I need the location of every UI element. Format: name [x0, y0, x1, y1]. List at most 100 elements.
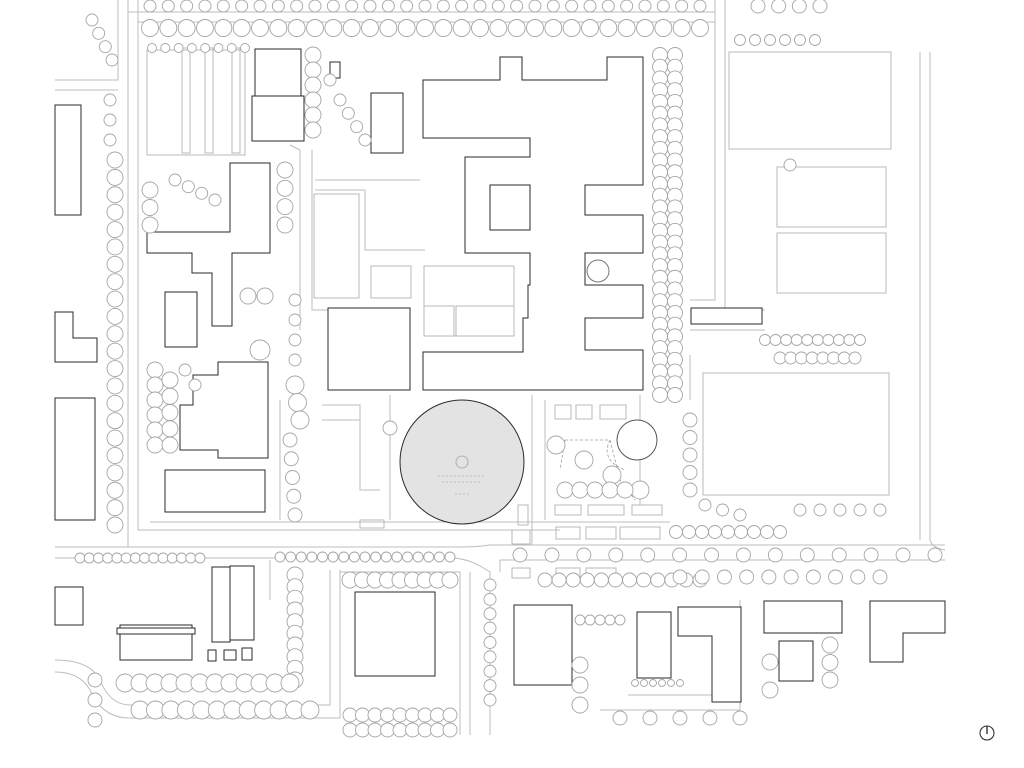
tree [120, 552, 132, 564]
tree [652, 387, 668, 403]
tree [436, 0, 450, 13]
tree [489, 19, 508, 37]
tree [544, 547, 560, 563]
tree [813, 503, 827, 517]
dome-plaza-paths [389, 395, 641, 545]
tree [288, 353, 302, 367]
main-road-north-curb [55, 544, 945, 548]
tree [106, 429, 124, 447]
tree [811, 334, 824, 346]
tree [342, 707, 358, 723]
building-south-tiny-2 [223, 649, 237, 661]
round-kiosk [586, 259, 610, 283]
tree [146, 361, 164, 379]
tree [85, 13, 99, 27]
tree [286, 488, 302, 504]
tree [760, 525, 774, 539]
tree [565, 572, 581, 588]
tree [92, 26, 106, 40]
tree [483, 607, 497, 621]
tree [507, 19, 526, 37]
tree [290, 410, 310, 430]
tree [747, 525, 761, 539]
tree [821, 636, 839, 654]
tree [574, 450, 594, 470]
main-complex-building [422, 56, 644, 391]
tree [784, 351, 798, 365]
tree [761, 569, 777, 585]
tree [249, 339, 271, 361]
tree [895, 547, 911, 563]
tree [695, 525, 709, 539]
tree [638, 0, 652, 13]
tree [441, 571, 459, 589]
tree [667, 387, 683, 403]
tree [196, 19, 214, 37]
tree [455, 0, 469, 13]
tree [106, 273, 124, 291]
tree [483, 592, 497, 606]
tree [799, 547, 815, 563]
main-road-south-curb [55, 557, 491, 735]
tree [106, 221, 124, 238]
tree [571, 481, 589, 499]
tree [583, 0, 597, 13]
tree [546, 0, 560, 13]
tree [161, 371, 179, 389]
tree [593, 572, 609, 588]
tree [483, 636, 497, 649]
building-west-annex [164, 469, 266, 513]
tree [608, 547, 624, 563]
courtyard-pad-3 [423, 305, 455, 337]
building-south-hall-roof [116, 627, 196, 635]
tree [767, 547, 783, 563]
building-south-t [677, 606, 742, 703]
dome-roof [399, 399, 525, 525]
tree [103, 93, 117, 107]
courtyard-pad-2 [423, 265, 515, 337]
tree [341, 106, 355, 120]
tree [106, 168, 124, 186]
tree [146, 421, 164, 439]
tree [93, 552, 104, 564]
tree [141, 181, 159, 199]
tree [288, 313, 302, 327]
tree [716, 503, 729, 517]
tree [276, 161, 294, 179]
tree [304, 61, 322, 79]
tree [276, 179, 294, 197]
tree [658, 679, 666, 687]
tree [843, 334, 856, 346]
tree [232, 19, 251, 37]
plaza-pad-2 [575, 404, 593, 420]
tree [308, 0, 322, 13]
dome-plaza-pad-a [359, 519, 385, 529]
tree [551, 572, 567, 588]
tree [483, 621, 497, 635]
plaza-pad-5 [587, 504, 625, 516]
building-south-tiny-3 [241, 647, 253, 661]
tree [640, 547, 656, 563]
tree [794, 351, 808, 365]
tree [848, 351, 862, 365]
tree [423, 551, 435, 563]
tree [391, 551, 403, 563]
tree [87, 692, 103, 708]
tree [216, 0, 230, 13]
tree [733, 508, 747, 522]
planetarium-dome [399, 259, 658, 525]
tree [256, 287, 274, 305]
building-east-bar [690, 307, 763, 325]
tree [103, 113, 117, 127]
tree [102, 552, 114, 564]
tree [616, 481, 634, 499]
tree [822, 334, 835, 346]
tree [106, 238, 124, 256]
dome-center-mark [455, 455, 469, 469]
tree [716, 569, 732, 585]
tree [326, 0, 340, 13]
tree [571, 696, 589, 714]
tree [676, 679, 684, 687]
tree [739, 569, 755, 585]
tree [287, 19, 306, 37]
